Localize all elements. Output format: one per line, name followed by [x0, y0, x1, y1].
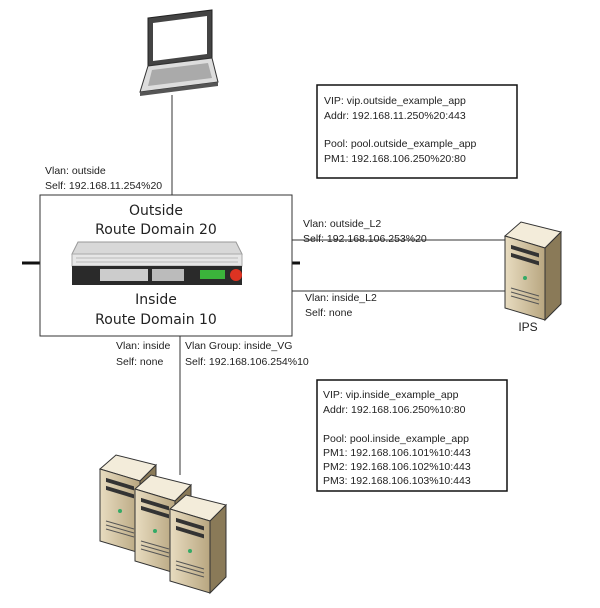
outside-vip: VIP: vip.outside_example_app	[324, 95, 466, 107]
outside-l2-vlan: Vlan: outside_L2	[303, 218, 381, 230]
inside-l2-self: Self: none	[305, 307, 352, 319]
ips-label: IPS	[518, 320, 537, 334]
server-cluster-icon	[99, 454, 227, 594]
outside-addr: Addr: 192.168.11.250%20:443	[324, 110, 466, 122]
inside-pool: Pool: pool.inside_example_app	[323, 433, 469, 445]
inside-vip-box	[316, 379, 508, 492]
inside-vlan-group-self: Self: 192.168.106.254%10	[185, 356, 309, 368]
inside-vlan: Vlan: inside	[116, 340, 170, 352]
inside-vip: VIP: vip.inside_example_app	[323, 389, 459, 401]
laptop-icon	[139, 9, 219, 96]
inside-vlan-group: Vlan Group: inside_VG	[185, 340, 292, 352]
outside-route-domain: Route Domain 20	[95, 222, 217, 238]
inside-domain-name: Inside	[135, 292, 177, 308]
outside-pm1: PM1: 192.168.106.250%20:80	[324, 153, 466, 165]
outside-pool: Pool: pool.outside_example_app	[324, 138, 477, 150]
inside-pm1: PM1: 192.168.106.101%10:443	[323, 447, 471, 459]
inside-l2-vlan: Vlan: inside_L2	[305, 292, 377, 304]
inside-self: Self: none	[116, 356, 163, 368]
bigip-appliance-icon	[71, 241, 243, 285]
inside-route-domain: Route Domain 10	[95, 312, 217, 328]
outside-domain-name: Outside	[129, 203, 183, 219]
inside-addr: Addr: 192.168.106.250%10:80	[323, 404, 466, 416]
inside-pm3: PM3: 192.168.106.103%10:443	[323, 475, 471, 487]
inside-pm2: PM2: 192.168.106.102%10:443	[323, 461, 471, 473]
outside-l2-self: Self: 192.168.106.253%20	[303, 233, 427, 245]
outside-self: Self: 192.168.11.254%20	[45, 180, 162, 192]
outside-vip-box	[316, 84, 518, 179]
server-icon	[504, 221, 562, 321]
outside-vlan: Vlan: outside	[45, 165, 106, 177]
